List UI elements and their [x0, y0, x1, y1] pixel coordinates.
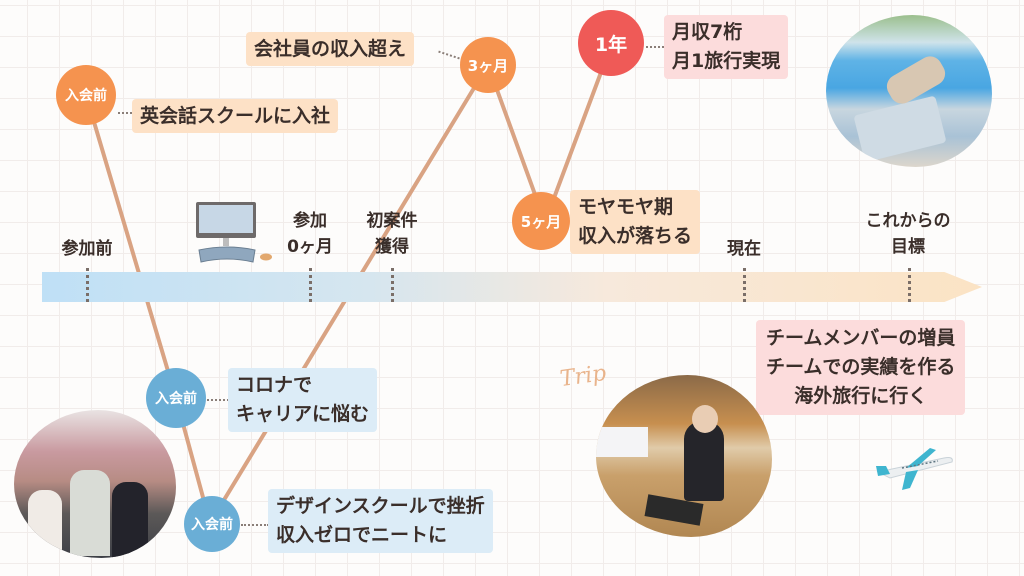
milestone-label-corona: コロナで キャリアに悩む	[228, 368, 378, 432]
connector-dots	[241, 524, 269, 526]
connector-dots	[118, 112, 132, 114]
milestone-badge-before-1: 入会前	[56, 65, 116, 125]
tick-first-job	[391, 268, 394, 302]
milestone-badge-before-3: 入会前	[184, 496, 240, 552]
computer-illustration	[193, 200, 275, 266]
connector-dots	[646, 46, 664, 48]
photo-pool-laptop	[826, 15, 992, 167]
axis-label-goal: これからの 目標	[865, 211, 951, 257]
milestone-badge-before-2: 入会前	[146, 368, 206, 428]
axis-label-month0: 参加 0ヶ月	[287, 211, 333, 257]
photo-ryokan	[596, 375, 772, 537]
photo-group	[14, 410, 176, 558]
airplane-icon	[872, 448, 956, 490]
milestone-label-design-school: デザインスクールで挫折 収入ゼロでニートに	[268, 489, 493, 553]
tick-before	[86, 268, 89, 302]
future-goals: チームメンバーの増員 チームでの実績を作る 海外旅行に行く	[756, 320, 966, 415]
tick-now	[743, 268, 746, 302]
milestone-label-exceed-salary: 会社員の収入超え	[246, 32, 415, 66]
milestone-label-income-7-digits: 月収7桁 月1旅行実現	[664, 15, 789, 79]
milestone-badge-3-months: 3ヶ月	[460, 37, 516, 93]
axis-label-now: 現在	[727, 239, 761, 259]
connector-dots	[207, 399, 229, 401]
milestone-label-english-school: 英会話スクールに入社	[132, 99, 339, 133]
tick-month0	[309, 268, 312, 302]
axis-label-first-job: 初案件 獲得	[366, 211, 418, 257]
timeline-arrow	[42, 272, 982, 302]
milestone-badge-1-year: 1年	[578, 10, 644, 76]
axis-label-before: 参加前	[61, 239, 113, 259]
tick-goal	[908, 268, 911, 302]
milestone-label-slump: モヤモヤ期 収入が落ちる	[570, 190, 701, 254]
milestone-badge-5-months: 5ヶ月	[512, 192, 570, 250]
